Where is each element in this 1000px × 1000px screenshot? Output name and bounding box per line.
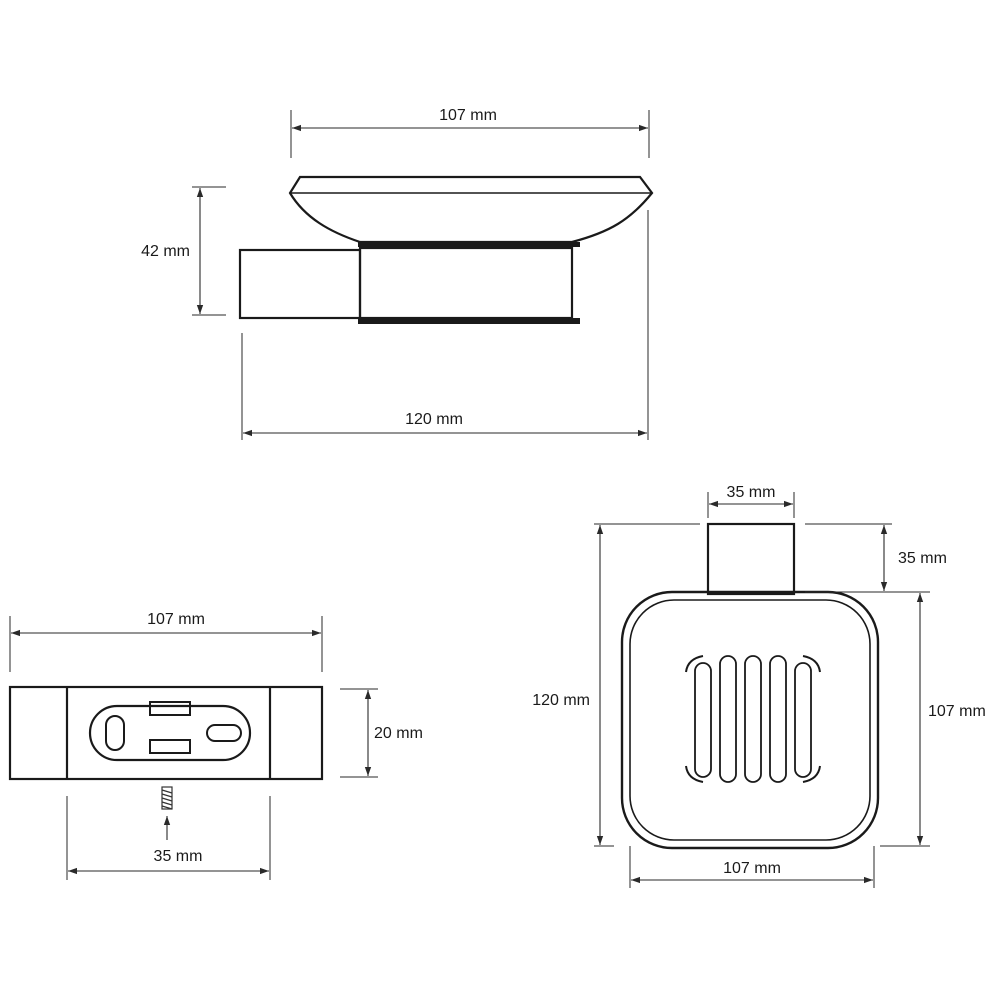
dim-screw-spacing: 35 mm xyxy=(154,848,203,865)
mounting-plate xyxy=(88,704,252,762)
side-view: 107 mm 42 mm 120 mm xyxy=(141,107,654,440)
dim-bracket-width: 107 mm xyxy=(147,611,205,628)
holder-bottom-plate xyxy=(358,318,580,324)
dim-top-dish-depth: 107 mm xyxy=(928,703,986,720)
dim-side-height: 42 mm xyxy=(141,243,190,260)
drain-slots xyxy=(685,655,821,783)
top-dish-inner xyxy=(629,599,871,841)
left-slot-hole xyxy=(105,715,125,751)
top-view: 35 mm 35 mm 120 mm 107 mm 107 mm xyxy=(532,484,986,888)
top-dish-outer xyxy=(620,590,880,850)
screw-icon xyxy=(161,786,173,810)
dim-bracket-height: 20 mm xyxy=(374,725,423,742)
bracket-body xyxy=(8,685,324,781)
dim-side-width-top: 107 mm xyxy=(439,107,497,124)
top-mount-block xyxy=(706,522,796,596)
dim-top-total-depth: 120 mm xyxy=(532,692,590,709)
top-clip xyxy=(149,701,191,716)
dim-top-mount-width: 35 mm xyxy=(727,484,776,501)
bracket-view: 107 mm 20 mm 35 mm xyxy=(8,611,423,880)
bottom-clip xyxy=(149,739,191,754)
dim-top-mount-depth: 35 mm xyxy=(898,550,947,567)
dish-base-plate xyxy=(358,242,580,247)
dim-side-width-total: 120 mm xyxy=(405,411,463,428)
holder-block xyxy=(358,246,574,320)
wall-arm xyxy=(238,248,362,320)
right-slot-hole xyxy=(206,724,242,742)
dish-bowl xyxy=(288,175,654,244)
dim-top-dish-width: 107 mm xyxy=(723,860,781,877)
